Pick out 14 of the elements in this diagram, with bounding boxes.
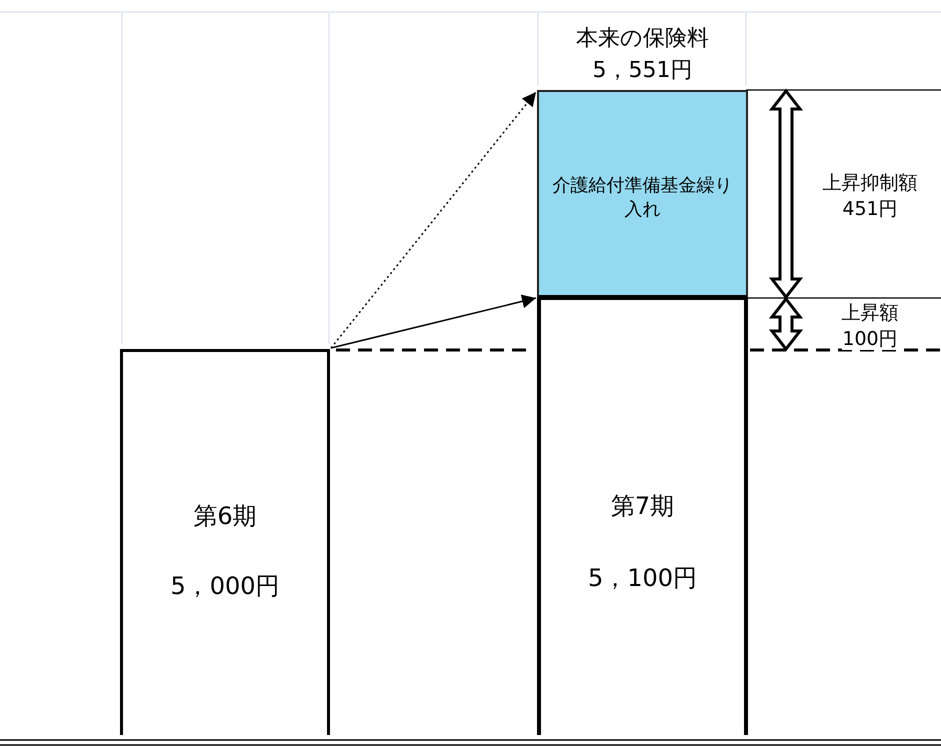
- period-label: 第6期: [193, 501, 257, 532]
- dimension-label: 451円: [842, 198, 898, 220]
- dimension-label: 上昇額: [842, 302, 898, 324]
- premium-amount: 5，551円: [592, 57, 692, 85]
- amount-label: 5，100円: [588, 563, 698, 594]
- arrow: [330, 92, 537, 348]
- period-label: 第7期: [610, 491, 674, 522]
- arrow: [330, 294, 536, 349]
- period-bar: [120, 349, 330, 735]
- amount-label: 5，000円: [170, 571, 280, 602]
- premium-heading: 本来の保険料: [576, 25, 709, 53]
- dimension-label: 上昇抑制額: [822, 172, 918, 194]
- fund-label: 介護給付準備基金繰り入れ: [552, 174, 732, 222]
- dimension-label: 100円: [842, 328, 898, 350]
